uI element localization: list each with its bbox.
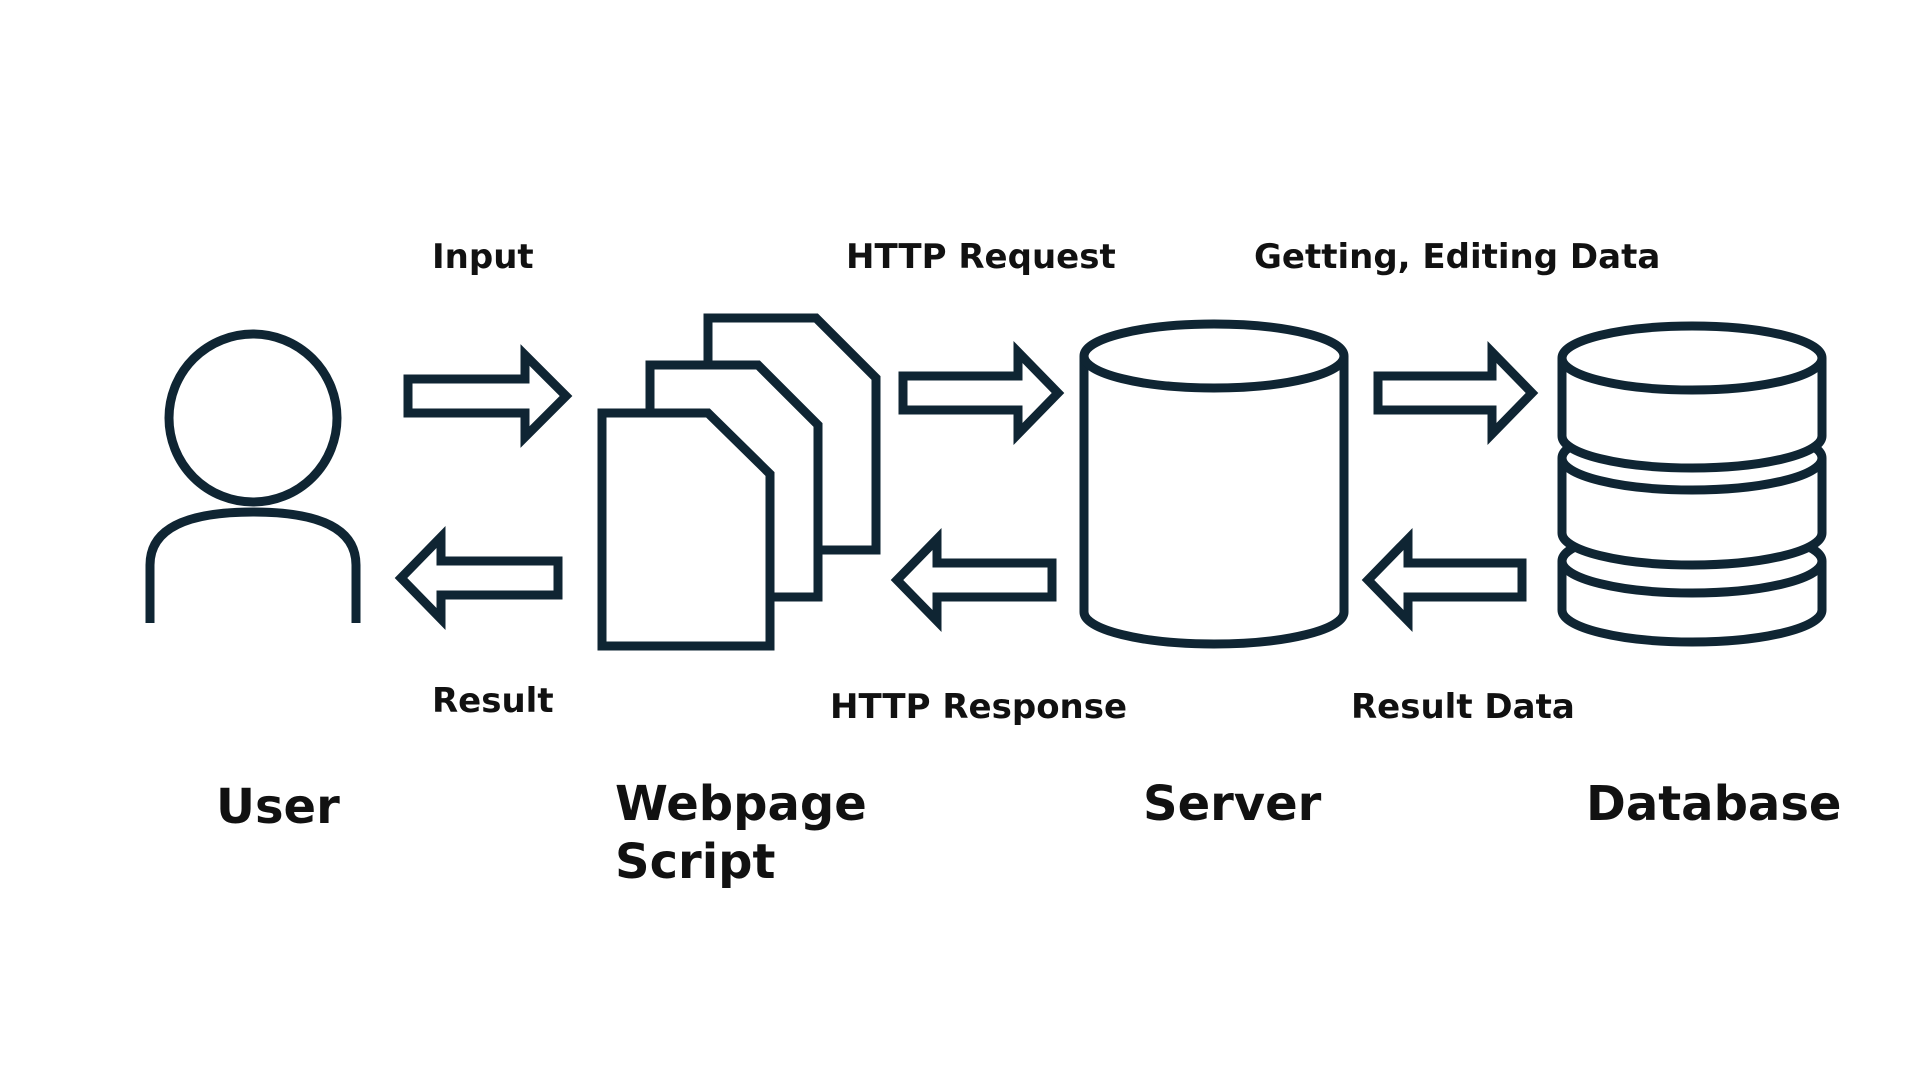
flow-label-result-data: Result Data bbox=[1351, 687, 1575, 727]
node-label-webpage-line1: Webpage bbox=[615, 776, 867, 832]
arrow-left-result-data bbox=[1361, 527, 1527, 633]
cylinder-icon bbox=[1079, 319, 1349, 649]
database-icon bbox=[1557, 321, 1827, 647]
node-label-database: Database bbox=[1586, 776, 1841, 832]
arrow-right-http-request bbox=[898, 340, 1065, 446]
arrow-left-result bbox=[394, 525, 563, 631]
arrow-right-input bbox=[403, 344, 573, 448]
person-icon bbox=[145, 329, 361, 623]
flow-label-result: Result bbox=[432, 681, 554, 721]
flow-label-getting-editing-data: Getting, Editing Data bbox=[1254, 237, 1660, 277]
flow-label-http-request: HTTP Request bbox=[846, 237, 1116, 277]
arrow-right-getting-editing-data bbox=[1373, 340, 1539, 446]
arrow-left-http-response bbox=[890, 527, 1057, 633]
node-label-user: User bbox=[216, 779, 340, 835]
node-label-webpage-line2: Script bbox=[615, 834, 775, 890]
flow-label-input: Input bbox=[432, 237, 534, 277]
flow-label-http-response: HTTP Response bbox=[830, 687, 1127, 727]
documents-icon bbox=[597, 313, 881, 651]
node-label-server: Server bbox=[1143, 776, 1322, 832]
